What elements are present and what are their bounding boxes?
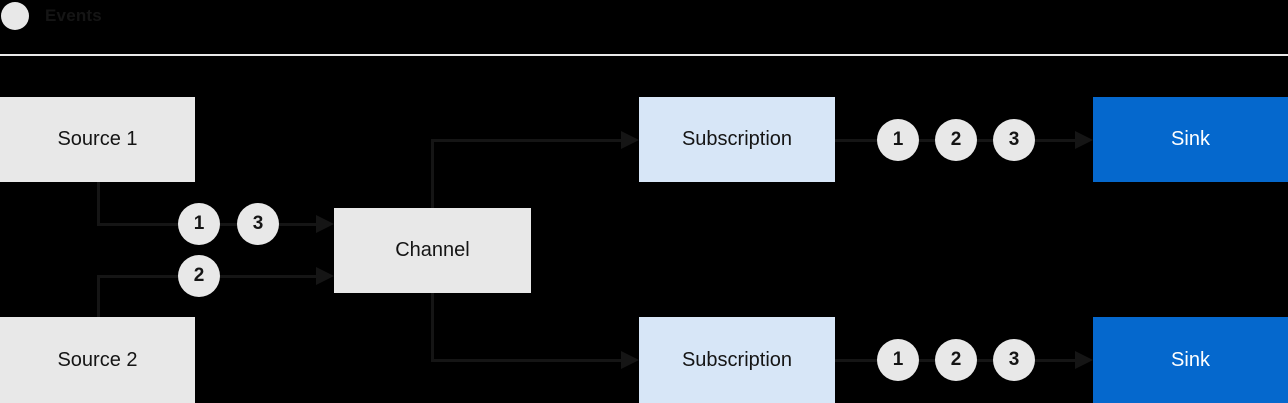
event-marker: 1 <box>877 339 919 381</box>
event-marker: 3 <box>237 203 279 245</box>
node-channel-label: Channel <box>395 239 470 261</box>
event-circle-icon <box>1 2 29 30</box>
arrowhead-icon <box>1075 351 1093 369</box>
event-marker: 1 <box>178 203 220 245</box>
node-subscription-top: Subscription <box>639 97 835 182</box>
node-channel: Channel <box>334 208 531 293</box>
node-sink-bottom-label: Sink <box>1171 348 1210 371</box>
event-marker: 1 <box>877 119 919 161</box>
node-subscription-bottom-label: Subscription <box>681 348 793 371</box>
node-sink-top: Sink <box>1093 97 1288 182</box>
connector-channel-up-vertical <box>431 140 434 208</box>
arrowhead-icon <box>316 215 334 233</box>
event-marker: 2 <box>935 339 977 381</box>
connector-channel-up-horizontal <box>431 139 621 142</box>
event-marker: 3 <box>993 119 1035 161</box>
node-subscription-bottom: Subscription <box>639 317 835 403</box>
arrowhead-icon <box>621 351 639 369</box>
node-sink-top-label: Sink <box>1171 128 1210 150</box>
legend-label: Events <box>45 6 102 25</box>
event-marker: 3 <box>993 339 1035 381</box>
connector-source2-vertical <box>97 275 100 317</box>
node-source-1: Source 1 <box>0 97 195 182</box>
node-source-1-label: Source 1 <box>57 128 138 150</box>
node-sink-bottom: Sink <box>1093 317 1288 403</box>
node-source-2: Source 2 <box>0 317 195 403</box>
connector-source1-vertical <box>97 182 100 225</box>
connector-channel-down-horizontal <box>431 359 621 362</box>
arrowhead-icon <box>621 131 639 149</box>
connector-channel-down-vertical <box>431 293 434 361</box>
arrowhead-icon <box>316 267 334 285</box>
event-marker: 2 <box>935 119 977 161</box>
node-source-2-label: Source 2 <box>57 348 138 371</box>
event-marker: 2 <box>178 255 220 297</box>
node-subscription-top-label: Subscription <box>681 128 793 150</box>
divider <box>0 54 1288 56</box>
arrowhead-icon <box>1075 131 1093 149</box>
